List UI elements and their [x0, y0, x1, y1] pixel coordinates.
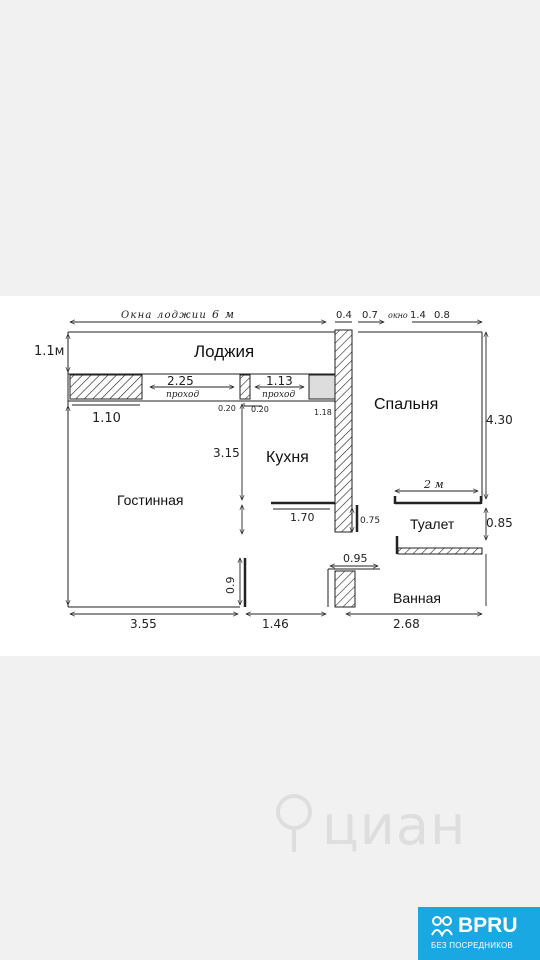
dim-bath-entry: 0.95 — [343, 552, 368, 565]
dim-toilet-height: 0.85 — [486, 516, 513, 530]
dim-1-4: 1.4 — [410, 310, 426, 321]
bath-wall — [334, 570, 356, 608]
label-pass-2: проход — [262, 390, 295, 400]
watermark: циан — [272, 790, 492, 860]
room-kitchen: Кухня — [266, 449, 309, 466]
floor-plan: Лоджия Спальня Кухня Гостинная Туалет Ва… — [34, 308, 513, 631]
brand-people-icon — [431, 916, 453, 937]
toilet-wall — [397, 547, 483, 555]
room-loggia: Лоджия — [194, 342, 254, 361]
pier-right — [308, 374, 336, 400]
watermark-text: циан — [322, 794, 467, 857]
dim-kitchen-height: 3.15 — [213, 446, 240, 460]
dim-pier-right: 1.18 — [314, 408, 332, 417]
brand-badge: BPRU БЕЗ ПОСРЕДНИКОВ — [418, 907, 540, 960]
room-bedroom: Спальня — [374, 396, 438, 413]
hatched-walls — [69, 329, 483, 608]
dim-bedroom-height: 4.30 — [486, 413, 513, 427]
dim-0-4: 0.4 — [336, 310, 352, 321]
pier-middle — [239, 374, 251, 400]
label-pass-1: проход — [166, 390, 199, 400]
pier-left — [69, 374, 143, 400]
dim-pier-mid-b: 0.20 — [251, 405, 269, 414]
partitions — [243, 496, 483, 607]
label-loggia-windows: Окна лоджии — [121, 310, 207, 321]
dim-0-8: 0.8 — [434, 310, 450, 321]
dim-kitchen-partition: 1.70 — [290, 511, 315, 524]
central-wall — [334, 329, 353, 533]
floor-plan-sheet: Лоджия Спальня Кухня Гостинная Туалет Ва… — [0, 296, 540, 656]
dim-bedroom-partition: 2 м — [423, 478, 444, 491]
label-loggia-windows-len: 6 м — [212, 308, 235, 321]
dim-living-door: 0.9 — [224, 577, 237, 595]
dim-loggia-depth: 1.1м — [34, 344, 64, 359]
watermark-pin-icon — [276, 794, 312, 852]
dim-0-7: 0.7 — [362, 310, 378, 321]
dim-pier-left: 1.10 — [92, 411, 121, 426]
dim-pass-1: 2.25 — [167, 374, 194, 388]
dim-bottom-right: 2.68 — [393, 617, 420, 631]
brand-tagline: БЕЗ ПОСРЕДНИКОВ — [431, 941, 513, 950]
room-toilet: Туалет — [410, 516, 455, 532]
brand-name: BPRU — [458, 914, 518, 937]
room-living: Гостинная — [117, 492, 184, 508]
dim-pier-mid-a: 0.20 — [218, 404, 236, 413]
dim-door-075: 0.75 — [360, 516, 380, 526]
dim-bottom-mid: 1.46 — [262, 617, 289, 631]
dim-bottom-left: 3.55 — [130, 617, 157, 631]
room-bathroom: Ванная — [393, 590, 441, 606]
dim-pass-2: 1.13 — [266, 374, 293, 388]
label-window: окно — [388, 311, 408, 320]
dimension-lines — [68, 322, 486, 614]
